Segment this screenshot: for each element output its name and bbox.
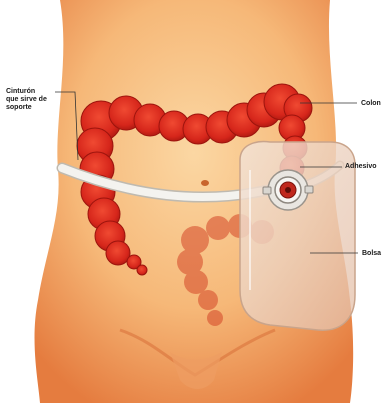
navel <box>201 180 209 186</box>
bag-label: Bolsa <box>362 250 381 258</box>
ostomy-bag <box>240 142 355 331</box>
adhesive-label: Adhesivo <box>345 163 377 171</box>
colon-label: Colon <box>361 100 381 108</box>
belt-label: Cinturón que sirve de soporte <box>6 88 47 112</box>
